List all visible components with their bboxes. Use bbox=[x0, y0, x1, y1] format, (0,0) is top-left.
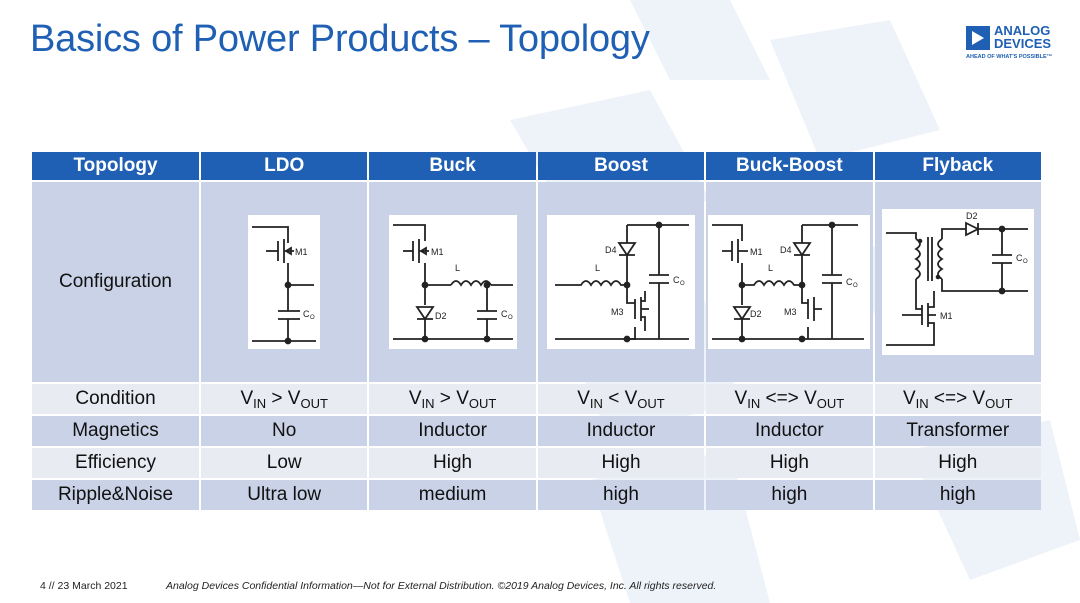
header-buck: Buck bbox=[369, 152, 536, 180]
magnetics-buck: Inductor bbox=[369, 416, 536, 446]
ldo-schematic: M1 C O bbox=[248, 215, 321, 349]
flyback-co-label: C bbox=[1016, 253, 1023, 263]
row-label-efficiency: Efficiency bbox=[32, 448, 199, 478]
magnetics-buck-boost: Inductor bbox=[706, 416, 873, 446]
magnetics-ldo: No bbox=[201, 416, 368, 446]
cell-boost-circuit: D4 L M3 C O bbox=[537, 182, 705, 382]
efficiency-flyback: High bbox=[874, 448, 1041, 478]
header-topology: Topology bbox=[32, 152, 199, 180]
logo-triangle-icon bbox=[966, 26, 990, 50]
efficiency-buck-boost: High bbox=[706, 448, 873, 478]
header-buck-boost: Buck-Boost bbox=[706, 152, 873, 180]
buck-boost-schematic: M1 D4 L D2 M3 C O bbox=[708, 215, 871, 349]
efficiency-boost: High bbox=[537, 448, 705, 478]
condition-buck: VIN > VOUT bbox=[369, 384, 536, 414]
flyback-d2-label: D2 bbox=[966, 211, 978, 221]
buck-boost-m3-label: M3 bbox=[784, 307, 797, 317]
boost-m3-label: M3 bbox=[611, 307, 624, 317]
row-label-ripple-noise: Ripple&Noise bbox=[32, 480, 199, 510]
condition-ldo: VIN > VOUT bbox=[201, 384, 368, 414]
boost-l-label: L bbox=[595, 263, 600, 273]
buck-d2-label: D2 bbox=[435, 311, 447, 321]
cell-buck-boost-circuit: M1 D4 L D2 M3 C O bbox=[706, 182, 873, 382]
logo-name-line2: DEVICES bbox=[994, 36, 1052, 51]
ripple-flyback: high bbox=[874, 480, 1041, 510]
buck-co-sub: O bbox=[508, 315, 513, 321]
buck-boost-co-sub: O bbox=[853, 283, 858, 289]
buck-boost-co-label: C bbox=[846, 277, 853, 287]
buck-schematic: M1 L D2 C O bbox=[388, 215, 517, 349]
ldo-m1-label: M1 bbox=[295, 247, 308, 257]
logo-name-line1: ANALOG bbox=[994, 23, 1051, 38]
slide-title: Basics of Power Products – Topology bbox=[30, 18, 650, 60]
buck-co-label: C bbox=[501, 309, 508, 319]
condition-buck-boost: VIN <=> VOUT bbox=[706, 384, 873, 414]
buck-l-label: L bbox=[455, 263, 460, 273]
row-label-magnetics: Magnetics bbox=[32, 416, 199, 446]
header-row: Topology LDO Buck Boost Buck-Boost Flyba… bbox=[32, 152, 1041, 180]
ripple-buck-boost: high bbox=[706, 480, 873, 510]
header-flyback: Flyback bbox=[874, 152, 1041, 180]
cell-buck-circuit: M1 L D2 C O bbox=[369, 182, 536, 382]
condition-row: Condition VIN > VOUT VIN > VOUT VIN < VO… bbox=[32, 384, 1041, 414]
cell-ldo-circuit: M1 C O bbox=[201, 182, 368, 382]
boost-co-label: C bbox=[673, 275, 680, 285]
buck-boost-d4-label: D4 bbox=[780, 245, 792, 255]
ripple-ldo: Ultra low bbox=[201, 480, 368, 510]
ripple-boost: high bbox=[537, 480, 705, 510]
efficiency-ldo: Low bbox=[201, 448, 368, 478]
ripple-buck: medium bbox=[369, 480, 536, 510]
footer-confidential: Analog Devices Confidential Information—… bbox=[166, 580, 717, 592]
boost-co-sub: O bbox=[680, 281, 685, 287]
condition-boost: VIN < VOUT bbox=[537, 384, 705, 414]
flyback-co-sub: O bbox=[1023, 259, 1028, 265]
magnetics-flyback: Transformer bbox=[874, 416, 1041, 446]
boost-d4-label: D4 bbox=[605, 245, 617, 255]
cell-flyback-circuit: D2 M1 C O bbox=[874, 182, 1041, 382]
configuration-row: Configuration M1 bbox=[32, 182, 1041, 382]
ldo-co-label: C bbox=[303, 309, 310, 319]
logo-name: ANALOG DEVICES bbox=[994, 24, 1064, 50]
buck-m1-label: M1 bbox=[431, 247, 444, 257]
efficiency-buck: High bbox=[369, 448, 536, 478]
buck-boost-d2-label: D2 bbox=[750, 309, 762, 319]
header-ldo: LDO bbox=[201, 152, 368, 180]
buck-boost-m1-label: M1 bbox=[750, 247, 763, 257]
buck-boost-l-label: L bbox=[768, 263, 773, 273]
flyback-m1-label: M1 bbox=[940, 311, 953, 321]
ripple-noise-row: Ripple&Noise Ultra low medium high high … bbox=[32, 480, 1041, 510]
magnetics-boost: Inductor bbox=[537, 416, 705, 446]
footer-page-date: 4 // 23 March 2021 bbox=[40, 580, 128, 592]
ldo-co-sub: O bbox=[310, 315, 315, 321]
footer: 4 // 23 March 2021 Analog Devices Confid… bbox=[40, 580, 716, 592]
company-logo: ANALOG DEVICES AHEAD OF WHAT'S POSSIBLE™ bbox=[966, 24, 1066, 68]
header-boost: Boost bbox=[537, 152, 705, 180]
topology-table: Topology LDO Buck Boost Buck-Boost Flyba… bbox=[30, 150, 1043, 512]
logo-tagline: AHEAD OF WHAT'S POSSIBLE™ bbox=[966, 54, 1053, 60]
boost-schematic: D4 L M3 C O bbox=[546, 215, 695, 349]
row-label-configuration: Configuration bbox=[32, 182, 199, 382]
row-label-condition: Condition bbox=[32, 384, 199, 414]
condition-flyback: VIN <=> VOUT bbox=[874, 384, 1041, 414]
efficiency-row: Efficiency Low High High High High bbox=[32, 448, 1041, 478]
flyback-schematic: D2 M1 C O bbox=[881, 209, 1034, 355]
magnetics-row: Magnetics No Inductor Inductor Inductor … bbox=[32, 416, 1041, 446]
